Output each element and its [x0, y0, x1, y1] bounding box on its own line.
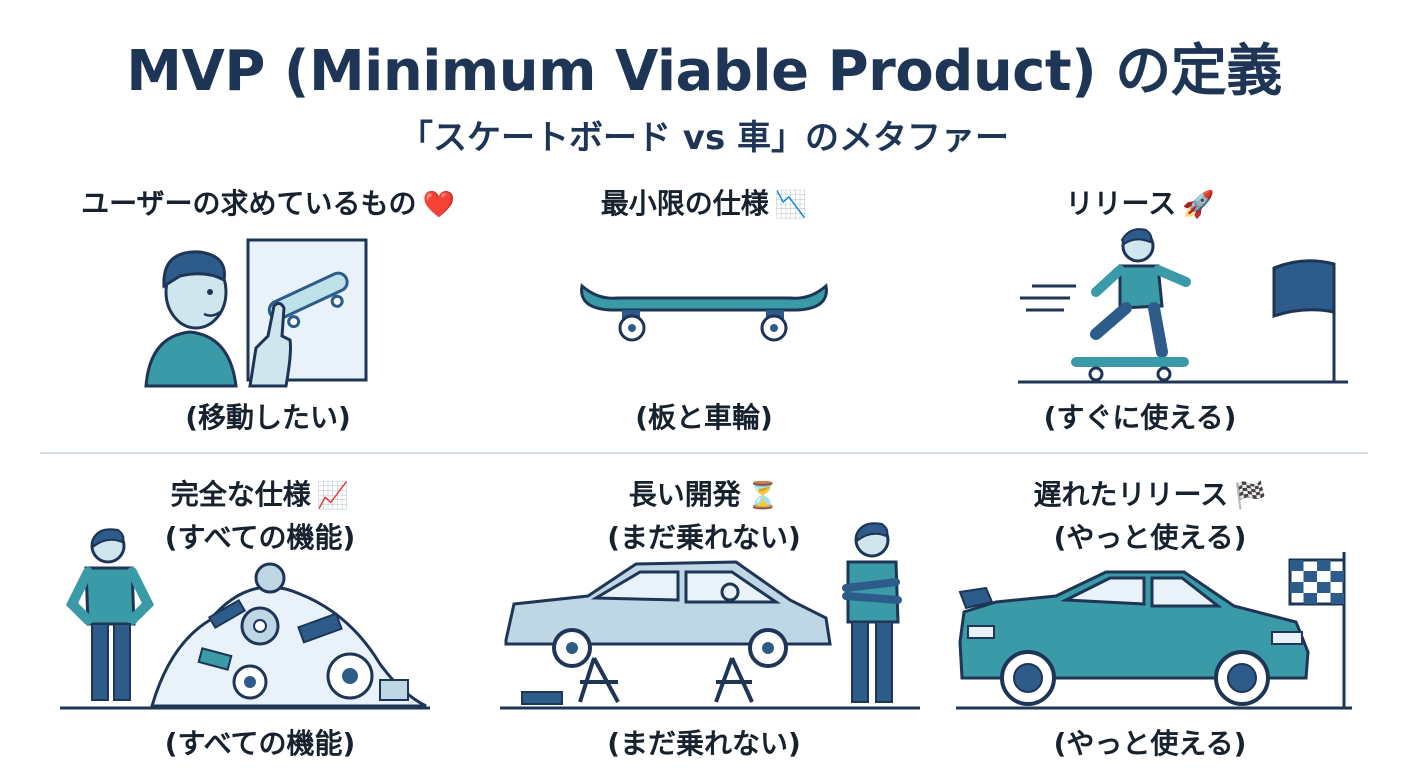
hourglass-icon: ⏳: [746, 481, 780, 511]
panel-caption: (板と車輪): [635, 401, 773, 434]
panel-late-release: 遅れたリリース🏁 (やっと使える): [930, 474, 1370, 559]
page-title: MVP (Minimum Viable Product) の定義: [126, 39, 1282, 104]
skateboard-illustration: [580, 283, 828, 342]
skateboard-deck: [580, 283, 828, 312]
row-divider: [40, 452, 1368, 454]
panel-heading: 最小限の仕様📉: [600, 187, 808, 220]
panel-user-needs: ユーザーの求めているもの❤️: [48, 183, 488, 226]
user-wants-skateboard-illustration: [144, 238, 368, 388]
panel-full-spec: 完全な仕様📈 (すべての機能): [40, 474, 480, 559]
checkered-flag: [1288, 558, 1346, 606]
user-body: [144, 330, 238, 388]
panel-minimum-spec: 最小限の仕様📉: [484, 183, 924, 226]
panel-subheading: (すべての機能): [164, 521, 356, 554]
unfinished-car-illustration: [500, 522, 920, 710]
page-subtitle: 「スケートボード vs 車」のメタファー: [398, 118, 1010, 158]
skateboard-icon: [267, 271, 349, 329]
arms-crossed-man-body: [846, 560, 900, 624]
rocket-icon: 🚀: [1182, 190, 1215, 220]
panel-heading: 遅れたリリース🏁: [1033, 478, 1267, 511]
frowning-man-body: [84, 566, 136, 626]
panel-caption: (まだ乗れない): [607, 727, 801, 760]
heart-icon: ❤️: [422, 190, 455, 220]
steering-wheel-icon: [720, 582, 740, 602]
rider-body: [1118, 264, 1164, 310]
panel-heading: リリース🚀: [1065, 187, 1215, 220]
panel-caption: (すぐに使える): [1043, 401, 1237, 434]
panel-subheading: (まだ乗れない): [607, 521, 801, 554]
pointing-hand: [248, 301, 292, 388]
user-hair: [162, 250, 226, 289]
panel-subheading: (やっと使える): [1053, 521, 1247, 554]
parts-pile-illustration: [60, 528, 430, 710]
chart-down-icon: 📉: [774, 190, 808, 220]
panel-heading: 完全な仕様📈: [170, 478, 350, 511]
jack-stand: [578, 657, 620, 703]
panel-heading: 長い開発⏳: [628, 478, 780, 511]
checkered-flag-icon: 🏁: [1234, 481, 1267, 511]
panel-caption: (すべての機能): [164, 727, 356, 760]
panel-caption: (やっと使える): [1053, 727, 1247, 760]
jack-stand: [714, 657, 754, 703]
panel-caption: (移動したい): [185, 401, 351, 434]
gear-icon: [254, 562, 286, 594]
car-spoiler: [958, 586, 994, 610]
goal-flag: [1272, 259, 1336, 319]
panel-heading: ユーザーの求めているもの❤️: [81, 187, 455, 220]
panel-release: リリース🚀: [920, 183, 1360, 226]
rider-release-illustration: [1018, 228, 1348, 384]
finished-car-illustration: [956, 552, 1352, 710]
chart-up-icon: 📈: [316, 481, 350, 511]
panel-long-development: 長い開発⏳ (まだ乗れない): [484, 474, 924, 559]
